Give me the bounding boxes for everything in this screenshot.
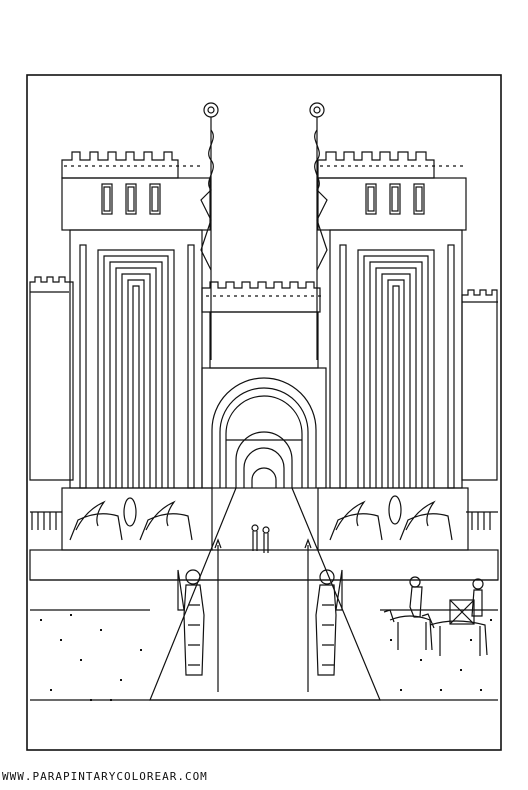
base-wall xyxy=(29,549,499,581)
left-guard xyxy=(177,538,222,692)
website-watermark: WWW.PARAPINTARYCOLOREAR.COM xyxy=(2,770,208,783)
donkey-group xyxy=(383,576,488,656)
right-tower xyxy=(317,151,467,489)
drawing-frame xyxy=(26,74,502,751)
standards xyxy=(200,102,328,360)
road xyxy=(30,487,498,701)
right-guard xyxy=(304,538,343,692)
distant-figures xyxy=(251,524,270,553)
side-walls xyxy=(29,276,498,530)
lamassu-reliefs xyxy=(61,487,469,551)
left-tower xyxy=(61,151,211,489)
central-gate xyxy=(201,281,327,489)
